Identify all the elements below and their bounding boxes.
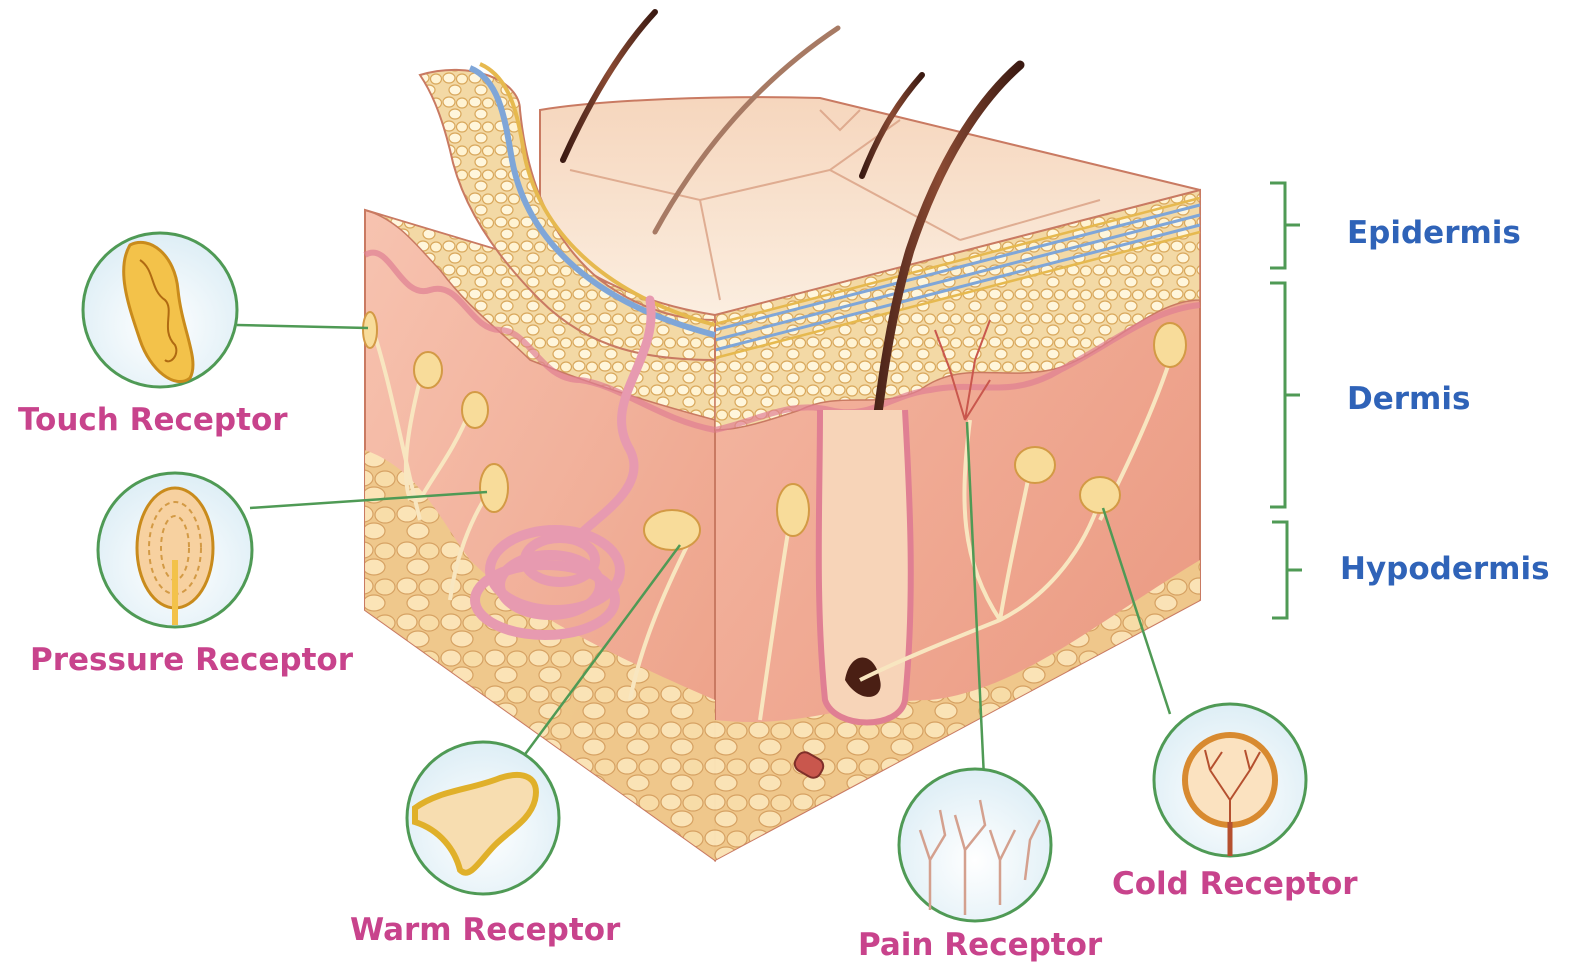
tissue-pressure-receptor <box>480 464 508 512</box>
epidermis-label: Epidermis <box>1347 215 1521 251</box>
dermis-bracket <box>1270 283 1300 507</box>
epidermis-bracket <box>1270 183 1300 268</box>
touch-receptor-label: Touch Receptor <box>18 402 288 438</box>
warm-receptor-label: Warm Receptor <box>350 912 620 948</box>
dermis-label: Dermis <box>1347 381 1470 417</box>
pressure-receptor-inset <box>98 473 252 627</box>
skin-block <box>363 12 1200 860</box>
tissue-receptor-9 <box>1154 323 1186 367</box>
touch-leader <box>237 325 368 328</box>
hypodermis-bracket <box>1272 522 1302 618</box>
layer-brackets <box>1270 183 1302 618</box>
tissue-receptor-6 <box>777 484 809 536</box>
pressure-receptor-label: Pressure Receptor <box>30 642 353 678</box>
tissue-receptor-2 <box>414 352 442 388</box>
tissue-warm-receptor <box>644 510 700 550</box>
pain-receptor-label: Pain Receptor <box>858 927 1102 963</box>
warm-receptor-inset <box>407 742 559 894</box>
pain-receptor-inset <box>899 769 1051 921</box>
touch-receptor-inset <box>83 233 237 387</box>
tissue-receptor-7 <box>1015 447 1055 483</box>
hypodermis-label: Hypodermis <box>1340 551 1550 587</box>
tissue-receptor-3 <box>462 392 488 428</box>
cold-receptor-inset <box>1154 704 1306 856</box>
tissue-cold-receptor <box>1080 477 1120 513</box>
tissue-touch-receptor <box>363 312 377 348</box>
cold-receptor-label: Cold Receptor <box>1112 866 1358 902</box>
